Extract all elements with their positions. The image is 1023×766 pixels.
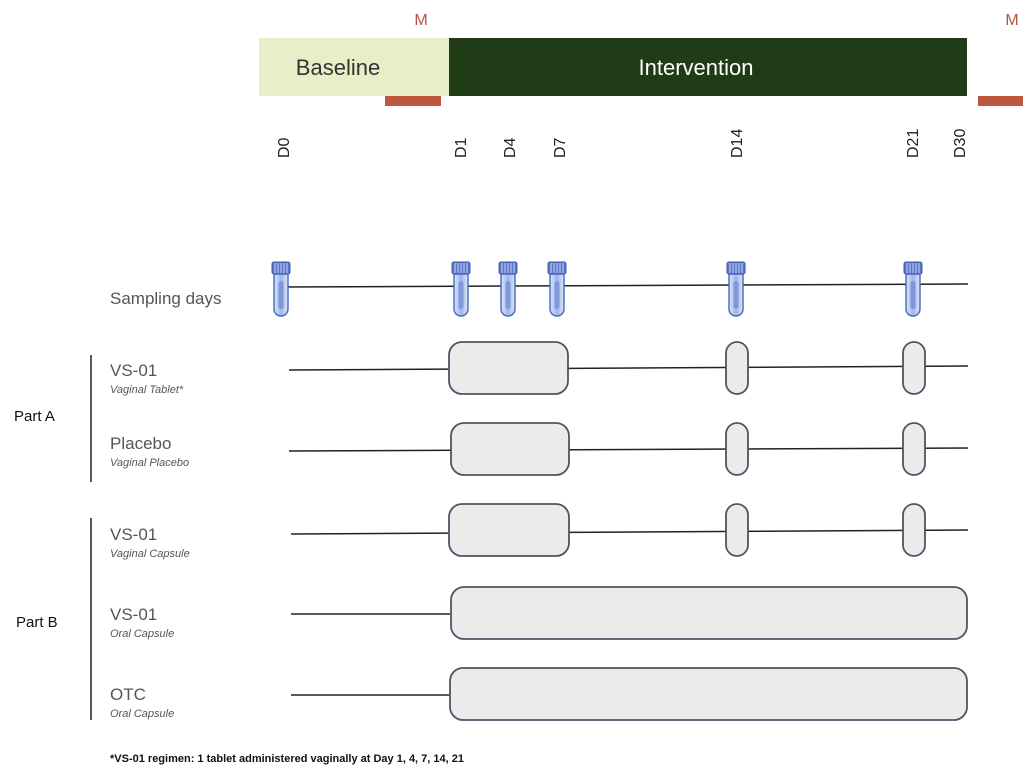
arm-vs01-vaginal-tablet: VS-01 Vaginal Tablet*	[110, 341, 969, 396]
arm-subtitle: Vaginal Placebo	[110, 457, 189, 469]
baseline-phase-bar	[259, 38, 449, 96]
arm-timeline	[288, 365, 969, 371]
part-a-label: Part A	[14, 408, 55, 425]
day-label: D14	[729, 129, 746, 158]
arm-timeline	[288, 447, 969, 452]
arm-name: OTC	[110, 685, 146, 704]
dosing-pill-d14	[725, 341, 749, 395]
day-axis: D0 D1 D4 D7 D14 D21 D30	[276, 129, 969, 158]
dosing-pill-d21	[902, 422, 926, 476]
arm-name: VS-01	[110, 605, 157, 624]
arm-subtitle: Oral Capsule	[110, 628, 174, 640]
test-tube-icon	[271, 261, 291, 317]
dosing-pill-d14	[725, 422, 749, 476]
arm-subtitle: Oral Capsule	[110, 708, 174, 720]
sampling-label: Sampling days	[110, 289, 222, 308]
part-b-label: Part B	[16, 614, 58, 631]
measurement-marker-2	[978, 96, 1023, 106]
footnote: *VS-01 regimen: 1 tablet administered va…	[110, 753, 464, 765]
intervention-phase-bar	[449, 38, 967, 96]
arm-vs01-vaginal-capsule: VS-01 Vaginal Capsule	[110, 503, 969, 560]
day-label: D1	[453, 137, 470, 158]
day-label: D0	[276, 137, 293, 158]
dosing-block-d1-d30	[450, 586, 968, 640]
measurement-marker-label-2: M	[1005, 12, 1018, 29]
test-tube-icon	[451, 261, 471, 317]
dosing-pill-d21	[902, 341, 926, 395]
arm-subtitle: Vaginal Tablet*	[110, 384, 184, 396]
dosing-block-d1-d7	[448, 341, 569, 395]
day-label: D21	[905, 129, 922, 158]
test-tube-icon	[726, 261, 746, 317]
intervention-phase-label: Intervention	[639, 55, 754, 80]
dosing-block-d1-d7	[450, 422, 570, 476]
test-tube-icon	[903, 261, 923, 317]
arm-subtitle: Vaginal Capsule	[110, 548, 190, 560]
arm-name: VS-01	[110, 361, 157, 380]
arm-name: Placebo	[110, 434, 171, 453]
measurement-marker-1	[385, 96, 441, 106]
phase-timeline: Baseline Intervention M M	[259, 12, 1023, 106]
dosing-pill-d14	[725, 503, 749, 557]
test-tube-icon	[547, 261, 567, 317]
day-label: D4	[502, 137, 519, 158]
baseline-phase-label: Baseline	[296, 55, 380, 80]
arm-vs01-oral-capsule: VS-01 Oral Capsule	[110, 586, 968, 640]
measurement-marker-label-1: M	[414, 12, 427, 29]
sampling-timeline	[281, 283, 969, 288]
dosing-pill-d21	[902, 503, 926, 557]
arm-otc-oral-capsule: OTC Oral Capsule	[110, 667, 968, 721]
arm-name: VS-01	[110, 525, 157, 544]
dosing-block-d1-d7	[448, 503, 570, 557]
day-label: D7	[552, 137, 569, 158]
dosing-block-d1-d30	[449, 667, 968, 721]
day-label: D30	[952, 129, 969, 158]
test-tube-icon	[498, 261, 518, 317]
arm-placebo-vaginal: Placebo Vaginal Placebo	[110, 422, 969, 476]
part-brackets: Part A Part B	[14, 355, 92, 720]
sampling-row: Sampling days	[110, 261, 969, 317]
arm-timeline	[290, 529, 969, 535]
